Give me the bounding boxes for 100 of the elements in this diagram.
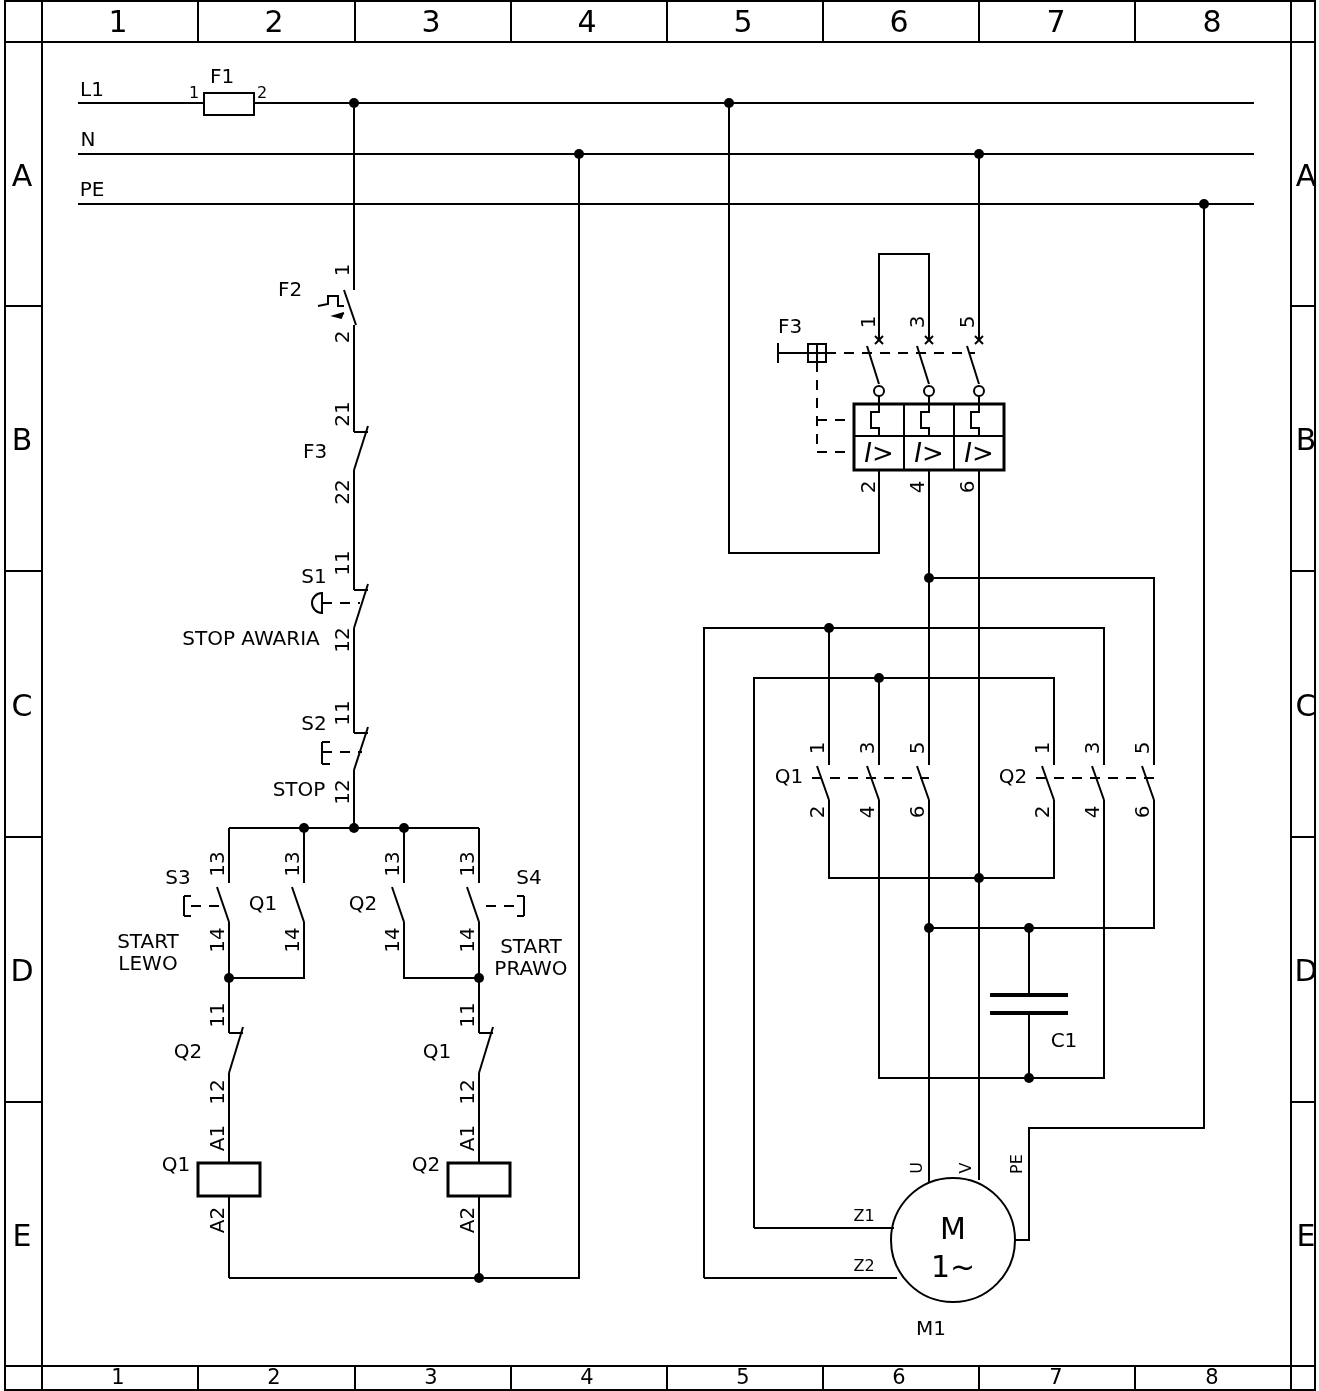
terminal-number: A2 (206, 1206, 228, 1234)
terminal-number: 6 (956, 480, 978, 494)
device-label: Q1 (161, 1153, 191, 1175)
grid-reference-letter: C (11, 688, 33, 722)
button-description: START PRAWO (493, 935, 569, 979)
grid-reference-number: 2 (264, 4, 284, 38)
terminal-number: 1 (188, 84, 200, 102)
overcurrent-symbol: I> (864, 438, 894, 468)
motor-marking: M (940, 1211, 966, 1245)
terminal-number: A1 (456, 1124, 478, 1152)
terminal-number: 11 (206, 1002, 228, 1028)
terminal-number: 12 (331, 779, 353, 805)
terminal-number: 4 (906, 480, 928, 494)
terminal-number: 14 (206, 927, 228, 953)
terminal-number: 4 (856, 805, 878, 819)
grid-reference-number: 1 (108, 4, 128, 38)
terminal-number: 14 (381, 927, 403, 953)
device-label: Q2 (411, 1153, 441, 1175)
terminal-number: V (957, 1162, 975, 1174)
terminal-number: 1 (857, 315, 879, 329)
terminal-number: 2 (806, 805, 828, 819)
terminal-number: U (908, 1162, 926, 1174)
button-description: START LEWO (116, 930, 180, 974)
button-description: STOP AWARIA (182, 627, 320, 649)
device-label: C1 (1050, 1029, 1078, 1051)
device-label: Q1 (774, 765, 804, 787)
terminal-number: 2 (857, 480, 879, 494)
device-label: Q2 (348, 892, 378, 914)
device-label: M1 (916, 1317, 946, 1339)
terminal-number: 6 (1131, 805, 1153, 819)
terminal-number: 13 (381, 851, 403, 877)
grid-reference-letter: A (1295, 158, 1317, 192)
device-label: S2 (301, 712, 327, 734)
grid-reference-number: 4 (577, 4, 597, 38)
grid-reference-letter: C (1295, 688, 1317, 722)
grid-reference-number: 7 (1049, 1366, 1063, 1390)
grid-reference-number: 6 (892, 1366, 906, 1390)
terminal-number: 6 (906, 805, 928, 819)
line-label: L1 (80, 78, 104, 100)
terminal-number: 1 (331, 263, 353, 277)
line-label: N (80, 128, 96, 150)
terminal-number: 4 (1081, 805, 1103, 819)
device-label: F2 (277, 278, 303, 300)
grid-reference-number: 8 (1202, 4, 1222, 38)
terminal-number: 3 (1081, 741, 1103, 755)
device-label: S4 (516, 866, 542, 888)
terminal-number: 5 (1131, 741, 1153, 755)
terminal-number: 3 (906, 315, 928, 329)
grid-reference-number: 3 (424, 1366, 438, 1390)
grid-reference-number: 5 (733, 4, 753, 38)
device-label: F3 (302, 440, 328, 462)
grid-reference-number: 4 (580, 1366, 594, 1390)
terminal-number: 2 (331, 330, 353, 344)
grid-reference-letter: E (12, 1218, 32, 1252)
terminal-number: 13 (456, 851, 478, 877)
terminal-number: 3 (856, 741, 878, 755)
terminal-number: 2 (1031, 805, 1053, 819)
device-label: Q2 (173, 1040, 203, 1062)
terminal-number: A1 (206, 1124, 228, 1152)
line-label: PE (79, 178, 105, 200)
grid-reference-number: 7 (1046, 4, 1066, 38)
device-label: S3 (165, 866, 191, 888)
grid-reference-number: 6 (889, 4, 909, 38)
terminal-number: 5 (906, 741, 928, 755)
motor-marking: 1~ (930, 1249, 976, 1283)
terminal-number: 2 (256, 84, 268, 102)
grid-reference-number: 3 (421, 4, 441, 38)
overcurrent-symbol: I> (914, 438, 944, 468)
terminal-number: 11 (456, 1002, 478, 1028)
terminal-number: 22 (331, 479, 353, 505)
terminal-number: 11 (331, 550, 353, 576)
overcurrent-symbol: I> (964, 438, 994, 468)
device-label: F3 (777, 315, 803, 337)
terminal-number: 1 (1031, 741, 1053, 755)
terminal-number: 13 (206, 851, 228, 877)
grid-reference-number: 2 (267, 1366, 281, 1390)
terminal-number: 1 (806, 741, 828, 755)
device-label: Q1 (422, 1040, 452, 1062)
terminal-number: 12 (331, 627, 353, 653)
terminal-number: 14 (456, 927, 478, 953)
grid-reference-letter: A (11, 158, 33, 192)
device-label: Q1 (248, 892, 278, 914)
grid-reference-number: 1 (111, 1366, 125, 1390)
terminal-number: Z1 (853, 1207, 875, 1225)
grid-reference-letter: D (10, 953, 34, 987)
terminal-number: 11 (331, 700, 353, 726)
device-label: S1 (301, 565, 327, 587)
grid-reference-number: 5 (736, 1366, 750, 1390)
terminal-number: Z2 (853, 1257, 875, 1275)
terminal-number: 5 (956, 315, 978, 329)
grid-reference-letter: B (1295, 422, 1317, 456)
terminal-number: 13 (281, 851, 303, 877)
grid-reference-number: 8 (1205, 1366, 1219, 1390)
terminal-number: 12 (456, 1079, 478, 1105)
terminal-number: 14 (281, 927, 303, 953)
terminal-number: 12 (206, 1079, 228, 1105)
terminal-number: A2 (456, 1206, 478, 1234)
device-label: Q2 (998, 765, 1028, 787)
device-label: F1 (209, 65, 235, 87)
terminal-number: 21 (331, 401, 353, 427)
